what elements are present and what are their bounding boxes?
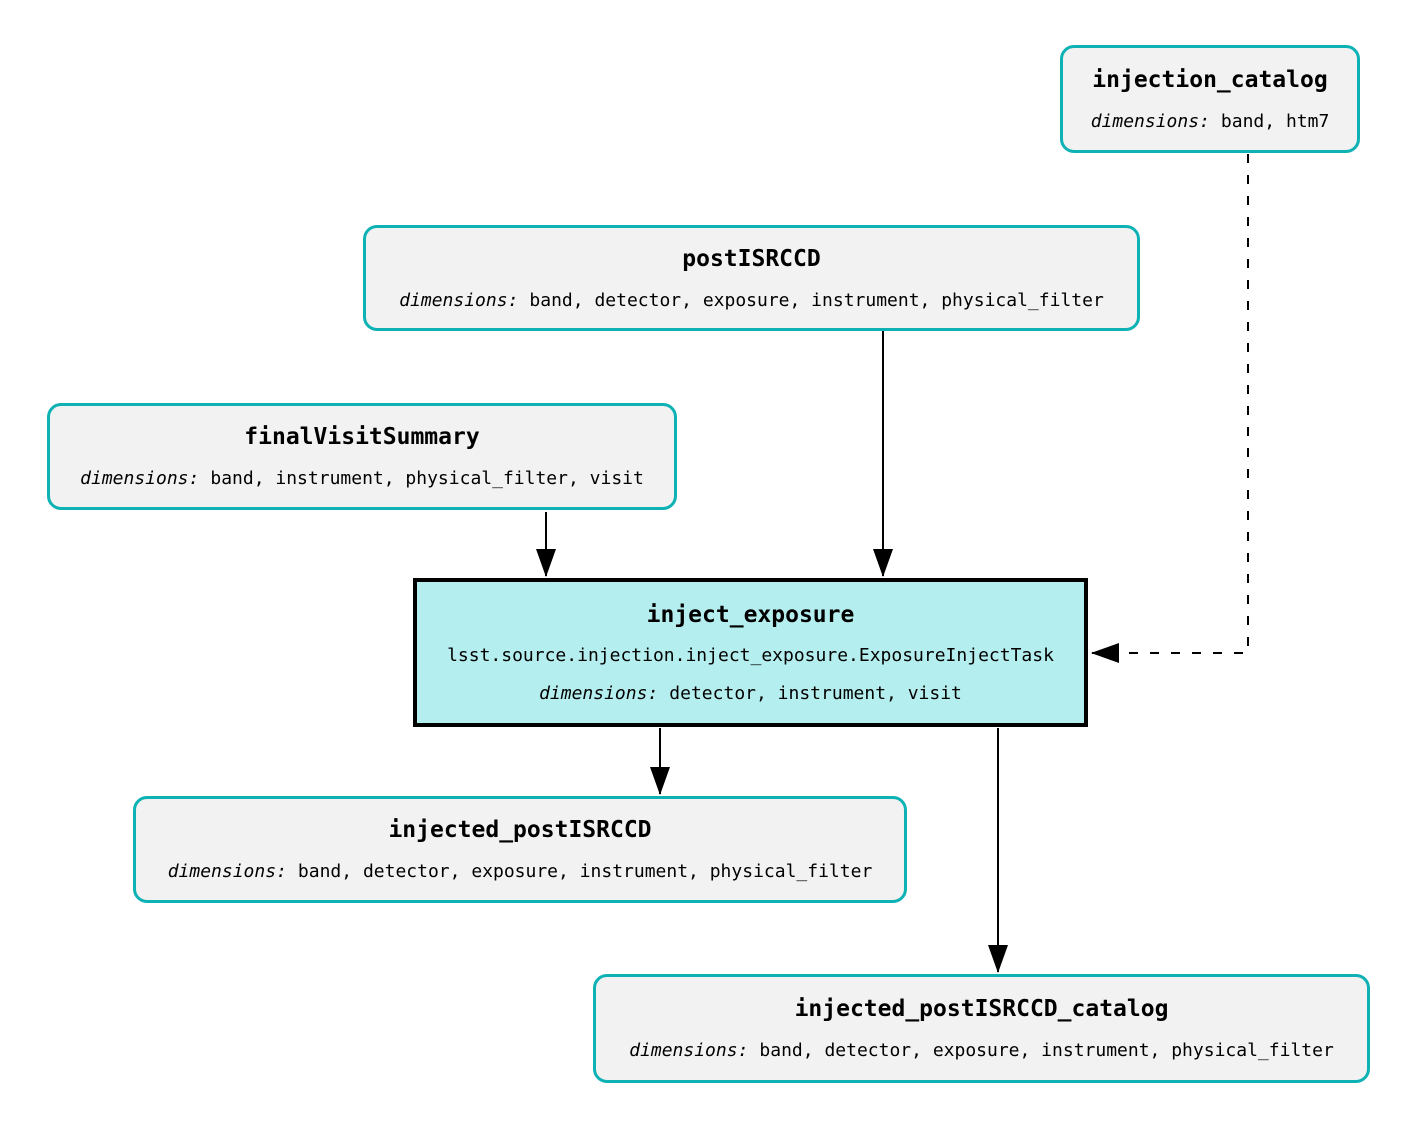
node-dimensions: dimensions: band, htm7: [1091, 111, 1330, 133]
node-dimensions: dimensions: band, detector, exposure, ins…: [629, 1040, 1334, 1062]
dimensions-value: band, instrument, physical_filter, visit: [210, 468, 644, 489]
node-title: finalVisitSummary: [244, 424, 480, 450]
dimensions-value: band, detector, exposure, instrument, ph…: [529, 289, 1104, 311]
node-title: injection_catalog: [1092, 66, 1328, 93]
node-inject-exposure-task: inject_exposure lsst.source.injection.in…: [413, 578, 1088, 727]
node-injected-postisrccd-catalog: injected_postISRCCD_catalog dimensions: b…: [593, 974, 1370, 1083]
node-title: injected_postISRCCD: [388, 817, 652, 843]
dimensions-label: dimensions:: [539, 682, 659, 704]
dimensions-value: band, detector, exposure, instrument, ph…: [759, 1040, 1334, 1061]
task-class-path: lsst.source.injection.inject_exposure.Ex…: [447, 644, 1054, 666]
dimensions-label: dimensions:: [80, 468, 200, 489]
dimensions-label: dimensions:: [629, 1040, 749, 1061]
node-dimensions: dimensions: band, detector, exposure, ins…: [399, 290, 1104, 312]
node-dimensions: dimensions: band, instrument, physical_fi…: [80, 468, 644, 490]
dimensions-value: band, htm7: [1220, 110, 1330, 132]
node-dimensions: dimensions: detector, instrument, visit: [539, 683, 962, 705]
dimensions-label: dimensions:: [399, 289, 519, 311]
dimensions-label: dimensions:: [167, 861, 287, 882]
node-postisrccd: postISRCCD dimensions: band, detector, ex…: [363, 225, 1140, 331]
node-injected-postisrccd: injected_postISRCCD dimensions: band, det…: [133, 796, 907, 903]
node-finalvisitsummary: finalVisitSummary dimensions: band, instr…: [47, 403, 677, 510]
node-title: inject_exposure: [646, 601, 855, 628]
node-dimensions: dimensions: band, detector, exposure, ins…: [168, 861, 873, 883]
dimensions-value: detector, instrument, visit: [669, 682, 962, 704]
node-injection-catalog: injection_catalog dimensions: band, htm7: [1060, 45, 1360, 153]
dimensions-value: band, detector, exposure, instrument, ph…: [297, 861, 873, 882]
node-title: postISRCCD: [682, 245, 821, 272]
node-title: injected_postISRCCD_catalog: [794, 996, 1169, 1022]
dimensions-label: dimensions:: [1090, 110, 1210, 132]
